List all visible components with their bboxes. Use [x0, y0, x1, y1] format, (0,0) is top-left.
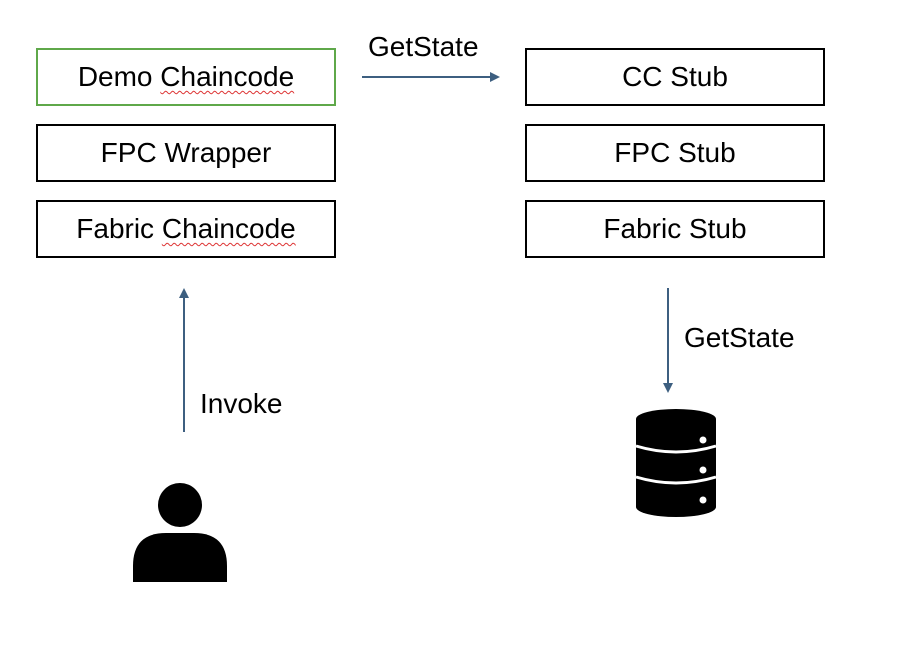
demo-chaincode-box: Demo Chaincode — [36, 48, 336, 106]
fabric-stub-box: Fabric Stub — [525, 200, 825, 258]
right-arrow-label: GetState — [684, 322, 795, 353]
fpc-wrapper-box: FPC Wrapper — [36, 124, 336, 182]
left-arrow-label: Invoke — [200, 388, 283, 419]
fpc-stub-box: FPC Stub — [525, 124, 825, 182]
fabric-chaincode-box: Fabric Chaincode — [36, 200, 336, 258]
person-icon — [133, 483, 227, 582]
cc-stub-box: CC Stub — [525, 48, 825, 106]
top-arrow-label: GetState — [368, 31, 479, 62]
fpc-wrapper-label: FPC Wrapper — [100, 137, 272, 168]
fabric-stub-label: Fabric Stub — [603, 213, 747, 244]
database-icon — [635, 409, 717, 517]
demo-chaincode-label: Demo Chaincode — [77, 61, 295, 92]
fpc-stub-label: FPC Stub — [614, 137, 736, 168]
cc-stub-label: CC Stub — [622, 61, 728, 92]
fabric-chaincode-label: Fabric Chaincode — [76, 213, 296, 244]
